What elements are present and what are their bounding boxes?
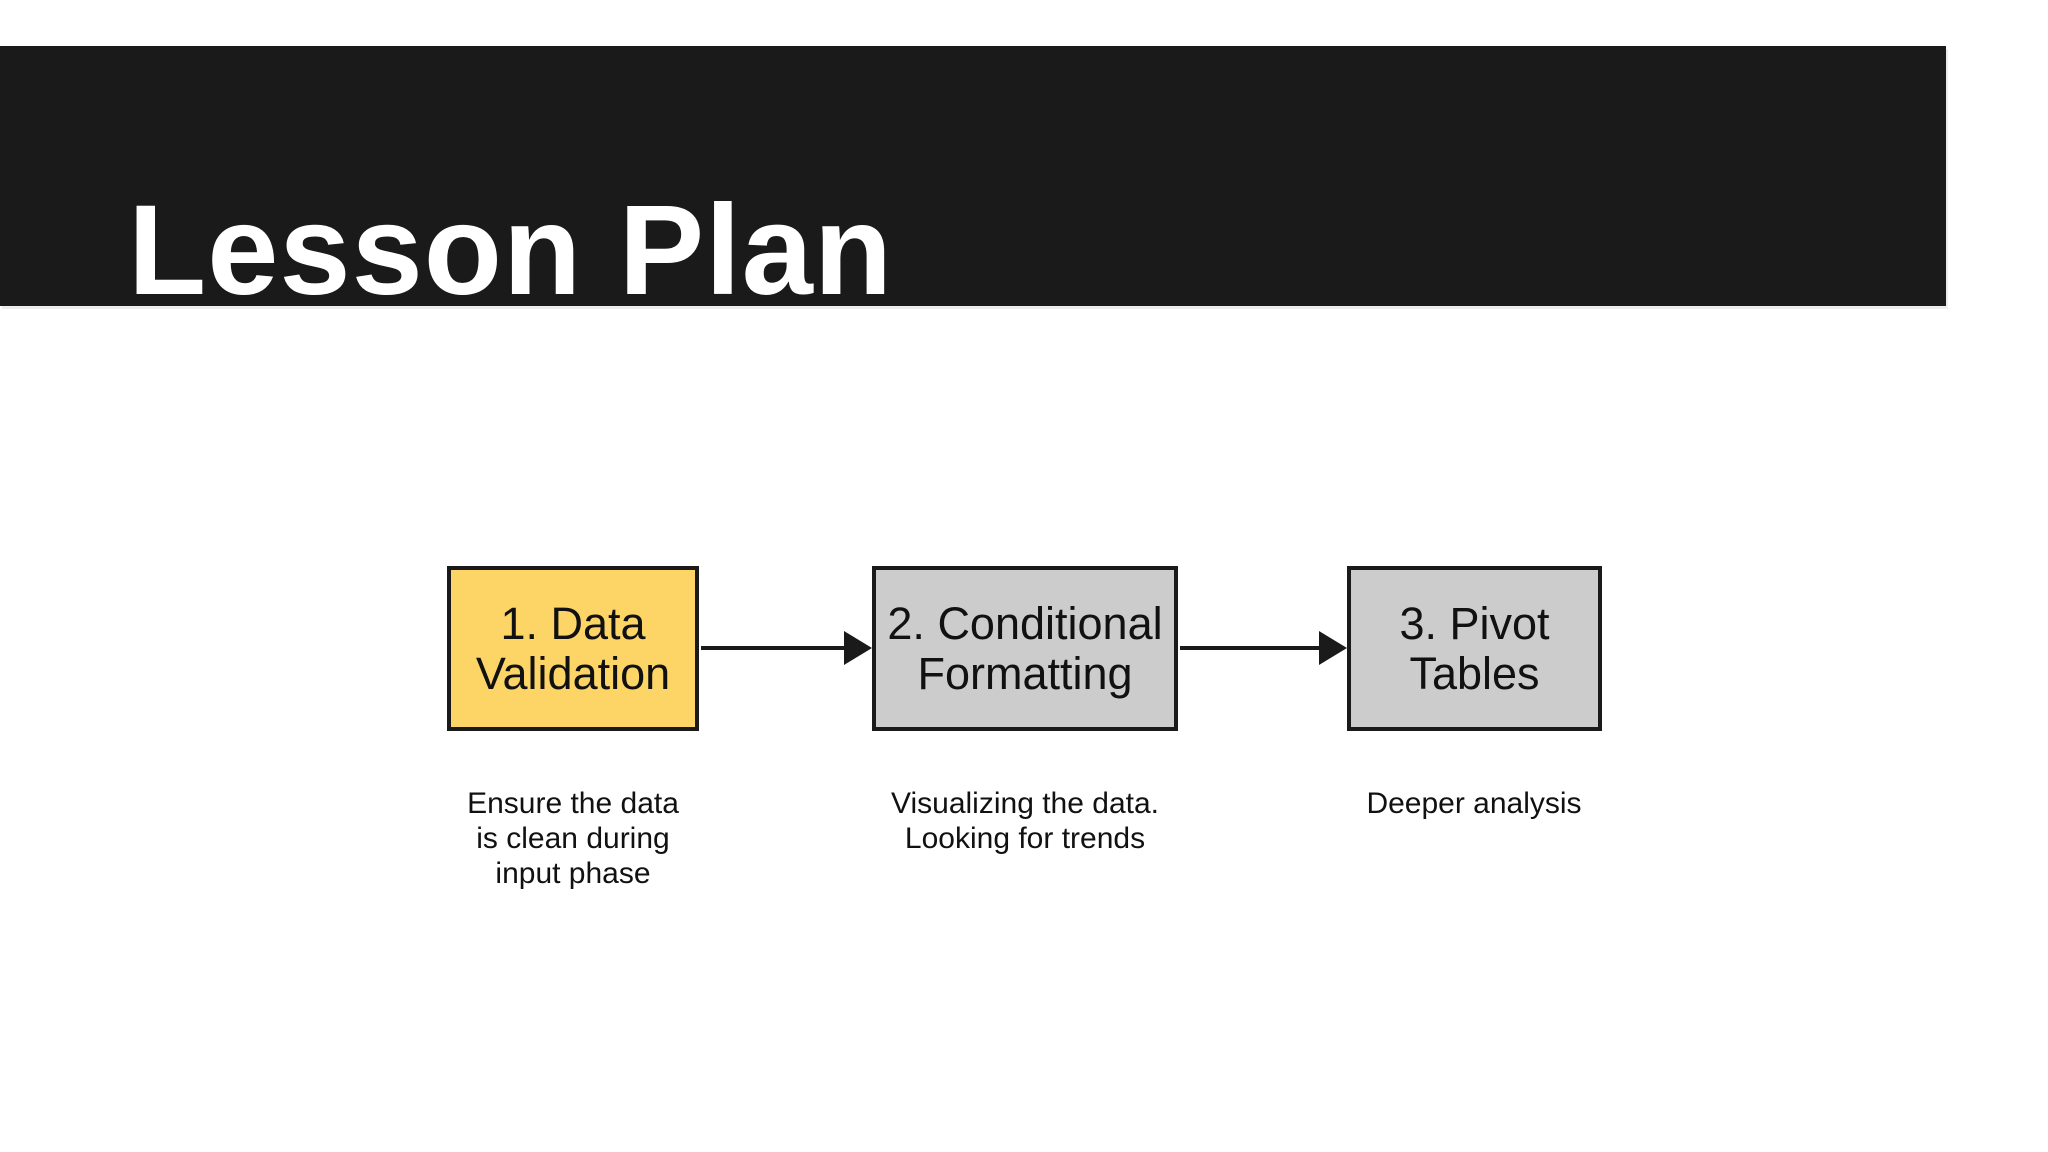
flow-step-3-pivot-tables: 3. Pivot Tables [1347, 566, 1602, 731]
flow-step-3-label: 3. Pivot Tables [1399, 597, 1550, 699]
flow-step-1-description: Ensure the data is clean during input ph… [467, 787, 679, 890]
flow-step-2-label: 2. Conditional Formatting [887, 597, 1163, 699]
flow-step-3-description: Deeper analysis [1366, 787, 1582, 820]
flow-step-1-data-validation: 1. Data Validation [447, 566, 699, 731]
arrow-2-to-3-line [1180, 646, 1321, 650]
header-banner: Lesson Plan [0, 46, 1946, 316]
flow-step-2-description: Visualizing the data. Looking for trends [891, 787, 1159, 855]
arrow-1-to-2-head-icon [844, 631, 872, 665]
flow-step-1-label: 1. Data Validation [475, 597, 671, 699]
arrow-1-to-2-line [701, 646, 846, 650]
page-title: Lesson Plan [128, 179, 893, 322]
flow-step-2-conditional-formatting: 2. Conditional Formatting [872, 566, 1178, 731]
arrow-2-to-3-head-icon [1319, 631, 1347, 665]
